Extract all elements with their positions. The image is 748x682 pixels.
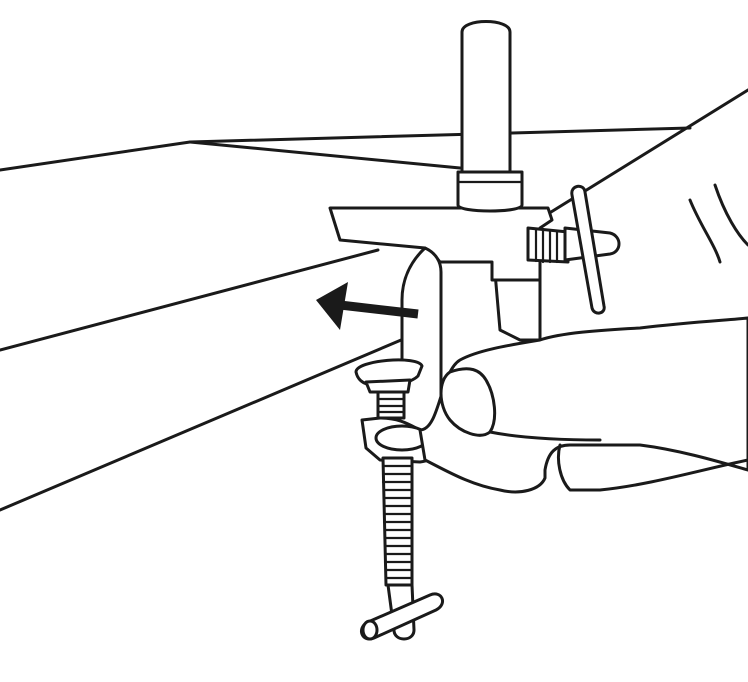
hand-back <box>520 88 748 264</box>
side-screw <box>526 184 621 315</box>
clamp-screw <box>354 358 445 641</box>
left-arrow-icon <box>316 282 419 330</box>
post <box>456 20 524 213</box>
table-top <box>0 126 692 512</box>
thread-lines <box>381 464 414 580</box>
hand-front <box>418 316 748 494</box>
